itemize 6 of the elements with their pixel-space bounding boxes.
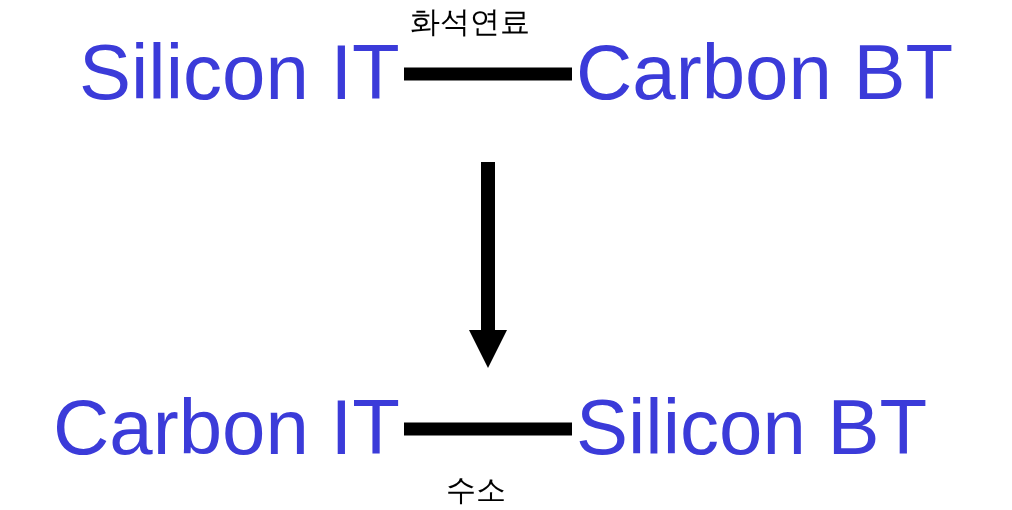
node-label: Carbon BT	[576, 36, 954, 108]
node-label: Silicon IT	[79, 36, 400, 108]
node-label: Carbon IT	[53, 391, 400, 463]
node-label: Silicon BT	[576, 391, 928, 463]
connector-line	[404, 67, 572, 81]
connector-line	[404, 422, 572, 436]
